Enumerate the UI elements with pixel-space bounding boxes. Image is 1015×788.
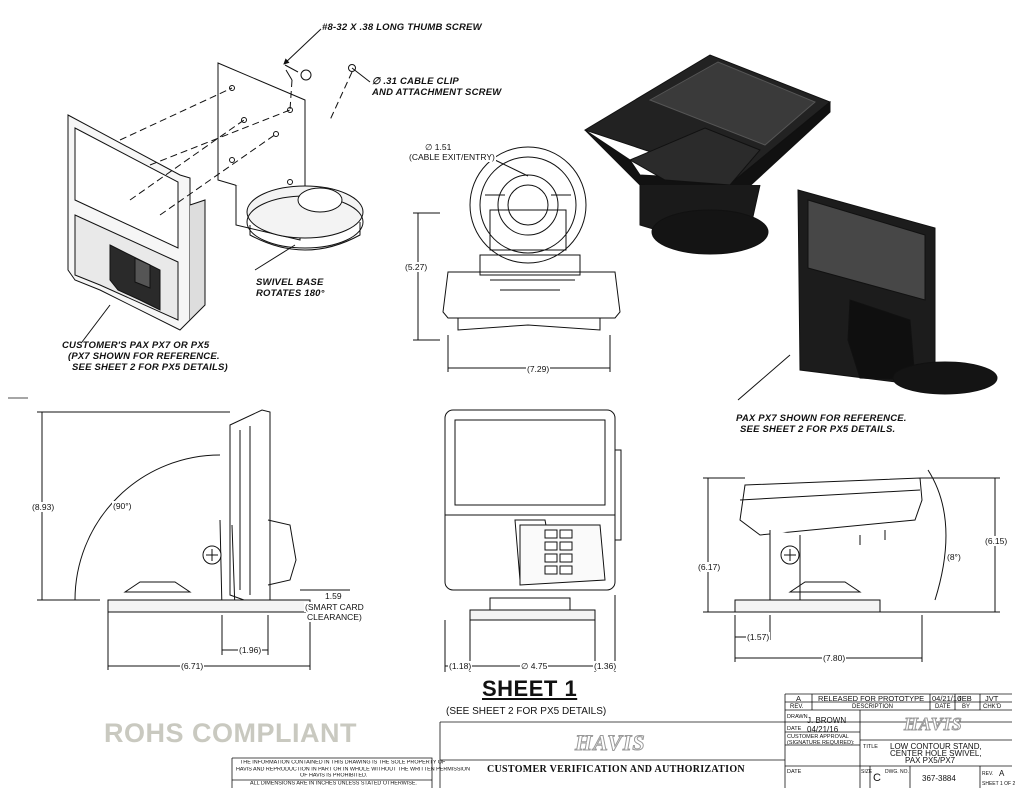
size-value: C	[873, 772, 881, 784]
cable-clip-label-2: AND ATTACHMENT SCREW	[372, 87, 502, 98]
rev-value: A	[796, 694, 802, 703]
dim-196: (1.96)	[238, 645, 263, 655]
customer-pax-label-2: (PX7 SHOWN FOR REFERENCE.	[68, 351, 220, 362]
cable-diameter-dim: ∅ 1.51	[424, 142, 453, 152]
title-line-2: CENTER HOLE SWIVEL,	[890, 749, 982, 758]
height-617-dim: (6.17)	[697, 562, 722, 572]
render-terminal-side	[737, 189, 998, 401]
date-label: DATE	[787, 726, 802, 732]
rev-description-value: RELEASED FOR PROTOTYPE	[818, 694, 925, 703]
clearance-dim: CLEARANCE)	[306, 612, 363, 622]
clearance-text: CLEARANCE	[307, 612, 359, 622]
date-value: 04/21/16	[807, 725, 839, 734]
cable-exit-text: CABLE EXIT/ENTRY	[411, 152, 492, 162]
havis-logo-main: HAVIS	[575, 730, 646, 756]
height-893-dim: (8.93)	[31, 502, 56, 512]
dim-159: 1.59	[324, 591, 343, 601]
angle-90-dim: (90°)	[112, 501, 133, 511]
swivel-base-label: SWIVEL BASE	[256, 277, 324, 288]
exploded-view	[67, 28, 371, 343]
title-label: TITLE	[863, 744, 878, 750]
right-side-view	[703, 469, 1000, 662]
rev-date-value: 04/21/16	[932, 694, 962, 703]
dim-157: (1.57)	[746, 632, 771, 642]
angle-8-dim: (8°)	[946, 552, 962, 562]
top-view	[413, 146, 621, 372]
thumb-screw-label: #8-32 X .38 LONG THUMB SCREW	[322, 22, 482, 33]
rev-block-value: A	[999, 769, 1005, 778]
date-header: DATE	[935, 704, 951, 710]
dim-671: (6.71)	[180, 661, 205, 671]
date-label-2: DATE	[787, 769, 802, 775]
disclaimer-line-4: ALL DIMENSIONS ARE IN INCHES UNLESS STAT…	[250, 781, 417, 787]
customer-pax-label: CUSTOMER'S PAX PX7 OR PX5	[62, 340, 210, 351]
drawn-label: DRAWN	[787, 714, 808, 720]
dim-118: (1.18)	[448, 661, 473, 671]
dim-780: (7.80)	[822, 653, 847, 663]
dwg-label: DWG. NO.	[885, 769, 909, 775]
rev-by-value: JEB	[958, 694, 972, 703]
size-label: SIZE	[861, 769, 873, 775]
smart-card-dim: (SMART CARD	[304, 602, 365, 612]
dim-136: (1.36)	[593, 661, 618, 671]
rev-label: REV.	[982, 771, 994, 777]
front-view	[444, 409, 622, 672]
title-line-3: PAX PX5/PX7	[905, 756, 956, 765]
rev-chkd-value: JVT	[985, 694, 999, 703]
swivel-rotates-label: ROTATES 180°	[256, 288, 325, 299]
customer-pax-label-3: SEE SHEET 2 FOR PX5 DETAILS)	[72, 362, 228, 373]
chkd-header: CHK'D	[983, 704, 1002, 710]
by-header: BY	[962, 704, 971, 710]
rohs-compliant-label: ROHS COMPLIANT	[104, 718, 357, 748]
title-block-lines	[8, 397, 1012, 788]
reference-label-2: SEE SHEET 2 FOR PX5 DETAILS.	[740, 424, 896, 435]
customer-verification-label: CUSTOMER VERIFICATION AND AUTHORIZATION	[487, 764, 745, 775]
height-615-dim: (6.15)	[984, 536, 1009, 546]
sheet-title: SHEET 1	[482, 676, 578, 701]
havis-logo-titleblock: HAVIS	[904, 714, 963, 735]
cable-clip-label: ∅ .31 CABLE CLIP	[372, 76, 459, 87]
dwg-value: 367-3884	[922, 774, 956, 783]
approval-label-2: (SIGNATURE REQUIRED):	[787, 740, 855, 746]
cable-exit-dim: (CABLE EXIT/ENTRY)	[408, 152, 496, 162]
approval-label-1: CUSTOMER APPROVAL	[787, 734, 849, 740]
smart-card-text: SMART CARD	[307, 602, 364, 612]
title-line-1: LOW CONTOUR STAND,	[890, 742, 982, 751]
description-header: DESCRIPTION	[852, 704, 894, 710]
drawn-value: J. BROWN	[807, 716, 847, 725]
sheet-count: SHEET 1 OF 2	[982, 781, 1015, 787]
rev-header: REV.	[790, 704, 804, 710]
dim-475: ∅ 4.75	[520, 661, 549, 671]
height-527-dim: (5.27)	[404, 262, 429, 272]
disclaimer-line-1: THE INFORMATION CONTAINED IN THIS DRAWIN…	[240, 760, 446, 766]
sheet-subtitle: (SEE SHEET 2 FOR PX5 DETAILS)	[446, 706, 607, 717]
render-terminal-top	[583, 54, 831, 255]
disclaimer-line-3: OF HAVIS IS PROHIBITED.	[300, 773, 368, 779]
side-view	[37, 409, 350, 670]
reference-label: PAX PX7 SHOWN FOR REFERENCE.	[736, 413, 907, 424]
width-729-dim: (7.29)	[526, 364, 551, 374]
disclaimer-line-2: HAVIS AND REPRODUCTION IN PART OR IN WHO…	[236, 767, 471, 773]
